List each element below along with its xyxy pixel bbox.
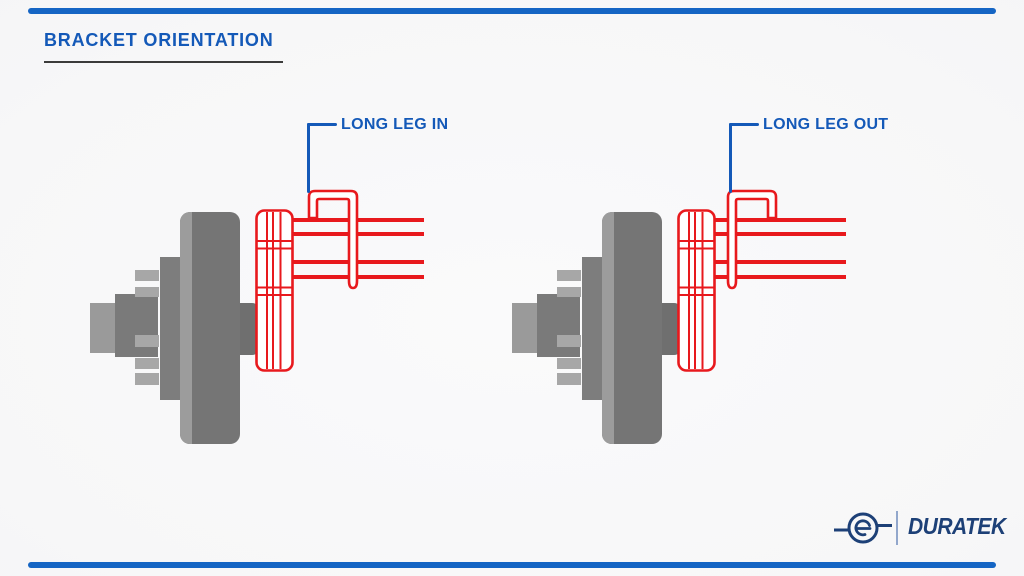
brake-drum	[180, 212, 240, 444]
drum-edge-highlight	[180, 212, 192, 444]
lug-bolt	[135, 287, 159, 297]
callout-leader-line	[307, 123, 310, 193]
spindle-nose	[240, 303, 260, 355]
callout-label-long-leg-out: LONG LEG OUT	[763, 116, 889, 133]
lug-bolt	[135, 335, 159, 347]
brake-drum	[602, 212, 662, 444]
duratek-e-circle-icon	[834, 512, 892, 544]
spindle-stub	[90, 303, 116, 353]
callout-leader-line	[729, 123, 759, 126]
lug-bolt	[135, 358, 159, 369]
callout-leader-line	[307, 123, 337, 126]
mounting-plate	[677, 209, 716, 372]
title-underline	[44, 61, 283, 63]
bracket-rail	[712, 260, 846, 264]
lug-bolt	[557, 373, 581, 385]
logo-divider	[896, 511, 898, 545]
bottom-accent-bar	[28, 562, 996, 568]
bracket-clip-long-leg-in	[307, 189, 359, 290]
spindle-nose	[662, 303, 682, 355]
backing-plate	[160, 257, 180, 400]
page-title: BRACKET ORIENTATION	[44, 30, 274, 50]
spindle-stub	[512, 303, 538, 353]
diagram-long-leg-in: LONG LEG IN	[88, 110, 458, 444]
backing-plate	[582, 257, 602, 400]
mounting-plate	[255, 209, 294, 372]
bracket-rail	[712, 232, 846, 236]
lug-bolt	[557, 358, 581, 369]
hub-block	[115, 294, 158, 357]
lug-bolt	[557, 287, 581, 297]
lug-bolt	[135, 270, 159, 281]
bracket-clip-long-leg-out	[726, 189, 778, 290]
brand-name: DURATEK	[908, 514, 1006, 540]
brand-logo: DURATEK	[834, 504, 1006, 552]
callout-leader-line	[729, 123, 732, 193]
diagram-long-leg-out: LONG LEG OUT	[510, 110, 888, 444]
hub-block	[537, 294, 580, 357]
bracket-rail	[712, 275, 846, 279]
top-accent-bar	[28, 8, 996, 14]
callout-label-long-leg-in: LONG LEG IN	[341, 116, 449, 133]
lug-bolt	[135, 373, 159, 385]
lug-bolt	[557, 335, 581, 347]
lug-bolt	[557, 270, 581, 281]
drum-edge-highlight	[602, 212, 614, 444]
bracket-rail	[712, 218, 846, 222]
